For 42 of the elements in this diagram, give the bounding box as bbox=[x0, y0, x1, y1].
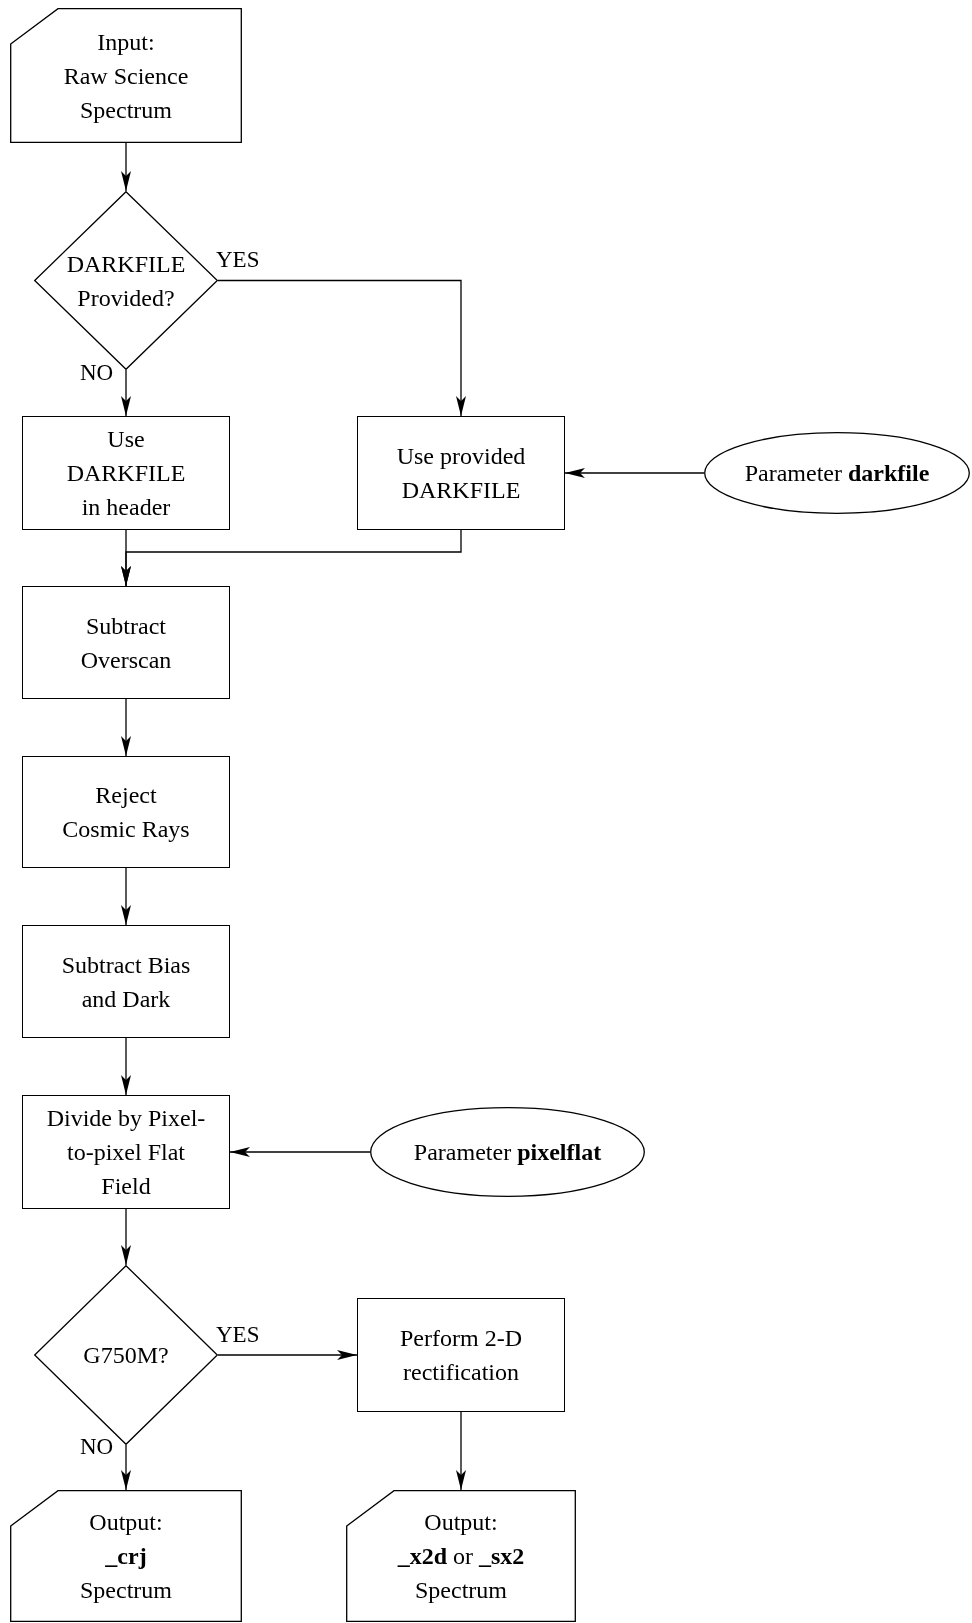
node-text: Input: bbox=[97, 27, 155, 57]
arrow bbox=[121, 1037, 131, 1096]
node-text: Reject Cosmic Rays bbox=[61, 781, 191, 844]
node-text: Output: bbox=[89, 1508, 163, 1537]
io-card bbox=[10, 8, 242, 143]
parameter-ellipse bbox=[704, 432, 970, 514]
node-text: Output: bbox=[424, 1508, 498, 1537]
arrow bbox=[121, 369, 131, 417]
arrow bbox=[121, 142, 131, 192]
arrow bbox=[121, 529, 462, 587]
node-text: Raw Science Spectrum bbox=[62, 61, 190, 125]
process-box bbox=[22, 416, 230, 530]
process-box bbox=[22, 1095, 230, 1209]
node-text: _crj Spectrum bbox=[79, 1542, 173, 1605]
io-card bbox=[10, 1490, 242, 1622]
arrow bbox=[217, 279, 466, 417]
node-text: DARKFILE Provided? bbox=[66, 249, 186, 313]
node-text: Perform 2-D rectification bbox=[399, 1324, 523, 1387]
process-box bbox=[22, 756, 230, 868]
arrow bbox=[121, 1444, 131, 1491]
arrow bbox=[121, 1208, 131, 1266]
io-card bbox=[346, 1490, 576, 1622]
arrow bbox=[229, 1147, 371, 1157]
node-text: Parameter pixelflat bbox=[413, 1138, 602, 1167]
arrow bbox=[456, 1411, 466, 1491]
arrow bbox=[564, 468, 705, 478]
process-box bbox=[357, 1298, 565, 1412]
node-text: _x2d or _sx2 Spectrum bbox=[396, 1542, 526, 1605]
arrow bbox=[121, 867, 131, 926]
process-box bbox=[357, 416, 565, 530]
node-text: Subtract Overscan bbox=[79, 611, 173, 675]
node-text: Divide by Pixel-to-pixel Flat Field bbox=[45, 1104, 207, 1201]
parameter-ellipse bbox=[370, 1107, 645, 1197]
node-text: Use DARKFILE in header bbox=[65, 425, 187, 522]
arrow bbox=[121, 698, 131, 757]
process-box bbox=[22, 586, 230, 699]
node-text: Parameter darkfile bbox=[744, 459, 930, 488]
process-box bbox=[22, 925, 230, 1038]
node-text: Subtract Bias and Dark bbox=[60, 950, 192, 1014]
arrow bbox=[217, 1350, 358, 1360]
node-text: G750M? bbox=[83, 1341, 169, 1370]
node-text: Use provided DARKFILE bbox=[395, 442, 527, 505]
